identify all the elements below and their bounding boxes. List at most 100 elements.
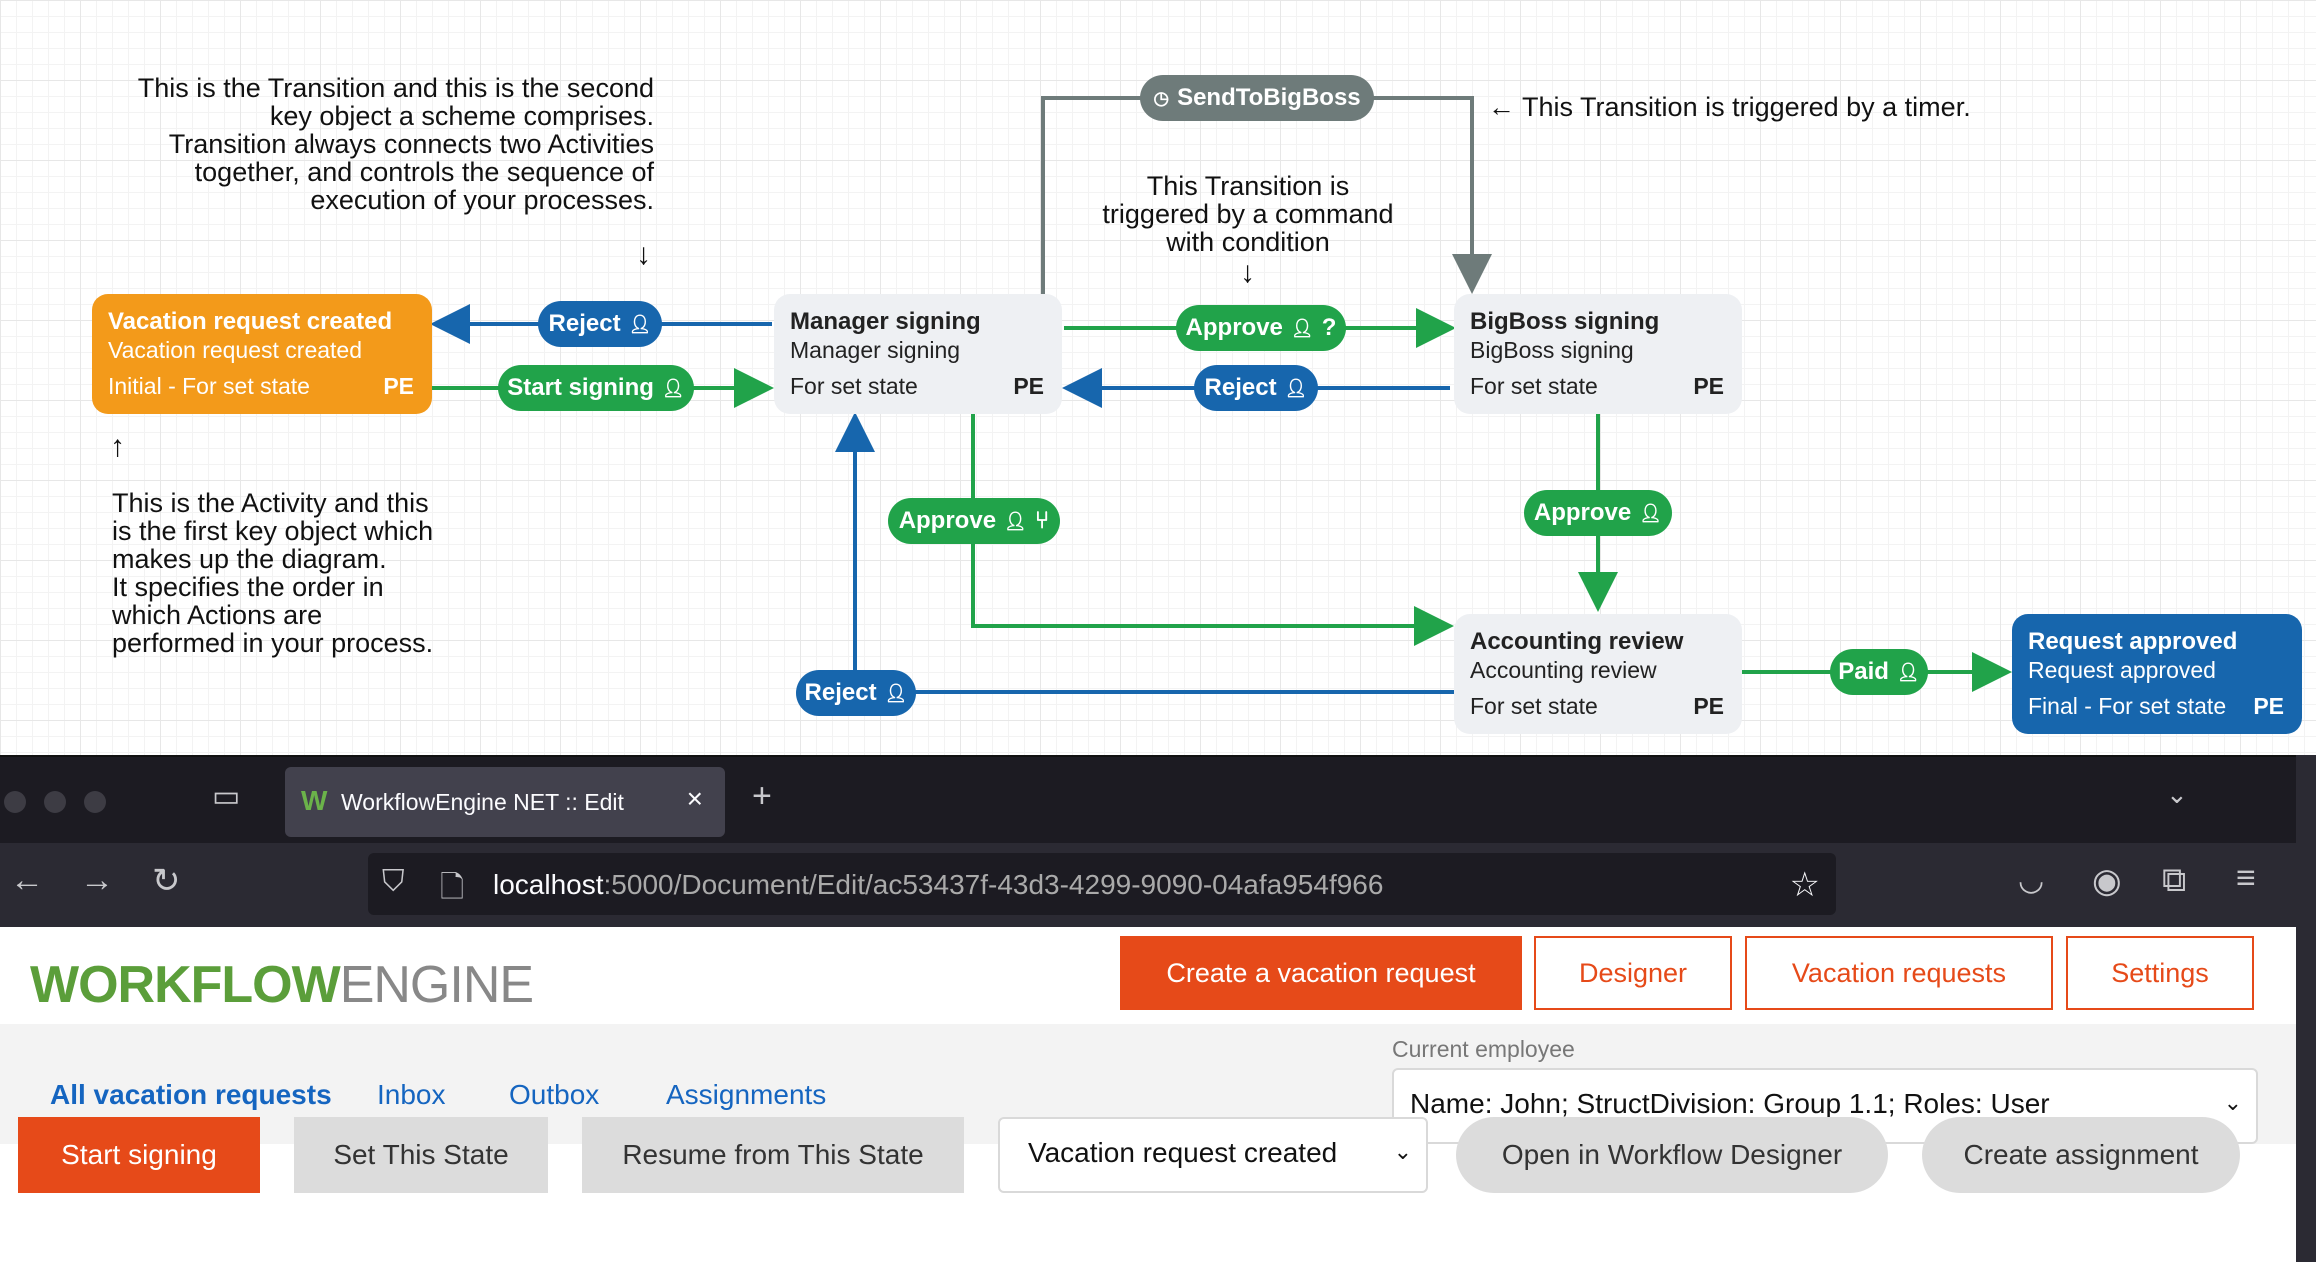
bookmark-star-icon[interactable]: ☆: [1789, 866, 1820, 904]
transition-label: Reject: [804, 679, 877, 706]
workflow-favicon-icon: W: [301, 785, 328, 816]
transition-label: Reject: [548, 310, 621, 337]
clock-icon: ◷: [1153, 87, 1170, 108]
url-host: localhost: [493, 869, 604, 900]
activity-name: Accounting review: [1470, 628, 1684, 655]
note-line: It specifies the order in: [112, 572, 384, 602]
transition-label: Approve: [1185, 314, 1283, 341]
activity-request-approved[interactable]: Request approved Request approved Final …: [2012, 614, 2302, 734]
activity-note: This is the Activity and this is the fir…: [112, 489, 433, 657]
activity-accounting-review[interactable]: Accounting review Accounting review For …: [1454, 614, 1742, 734]
account-icon[interactable]: ◉: [2092, 862, 2122, 900]
state-select[interactable]: Vacation request created ⌄: [998, 1117, 1428, 1193]
back-icon[interactable]: ←: [10, 861, 44, 899]
pocket-icon[interactable]: ◡: [2018, 864, 2045, 897]
transition-start-signing[interactable]: Start signing 👤︎: [498, 365, 694, 411]
transition-approve-to-bigboss[interactable]: Approve 👤︎?: [1176, 305, 1346, 351]
window-minimize-control[interactable]: [44, 791, 66, 813]
vacation-requests-button[interactable]: Vacation requests: [1745, 936, 2053, 1010]
create-assignment-button[interactable]: Create assignment: [1922, 1117, 2240, 1193]
activity-vacation-request-created[interactable]: Vacation request created Vacation reques…: [92, 294, 432, 414]
workflowengine-logo[interactable]: WORKFLOWENGINE: [30, 955, 534, 1015]
set-this-state-button[interactable]: Set This State: [294, 1117, 548, 1193]
activity-badge: PE: [1693, 373, 1724, 399]
close-tab-icon[interactable]: ×: [686, 783, 703, 814]
transition-paid[interactable]: Paid👤︎: [1830, 649, 1928, 695]
transition-label: Start signing: [507, 374, 654, 401]
transition-label: Reject: [1204, 374, 1277, 401]
activity-badge: PE: [383, 373, 414, 399]
left-arrow-icon: ←: [1488, 92, 1523, 122]
note-line: which Actions are: [112, 600, 323, 630]
condition-icon: ?: [1321, 314, 1337, 341]
user-icon: 👤︎: [1896, 661, 1920, 682]
window-maximize-control[interactable]: [84, 791, 106, 813]
transition-send-to-bigboss[interactable]: ◷ SendToBigBoss: [1140, 75, 1374, 121]
open-in-workflow-designer-button[interactable]: Open in Workflow Designer: [1456, 1117, 1888, 1193]
browser-tab[interactable]: W WorkflowEngine NET :: Edit ×: [285, 767, 725, 837]
tab-overview-icon[interactable]: ▭: [212, 780, 241, 813]
nav-inbox[interactable]: Inbox: [377, 1079, 446, 1110]
logo-bold: WORKFLOW: [30, 956, 341, 1014]
transition-bigboss-approve[interactable]: Approve👤︎: [1524, 490, 1672, 536]
browser-window: ▭ W WorkflowEngine NET :: Edit × + ⌄ ← →…: [0, 755, 2316, 1262]
logo-light: ENGINE: [339, 956, 534, 1014]
navigation-bar: ← → ↻ ⛉ 🗋︎ localhost:5000/Document/Edit/…: [0, 843, 2296, 927]
transition-reject-to-created[interactable]: Reject👤︎: [538, 301, 662, 347]
note-line: This is the Transition and this is the s…: [137, 73, 654, 103]
create-vacation-request-button[interactable]: Create a vacation request: [1120, 936, 1522, 1010]
activity-badge: PE: [1013, 373, 1044, 399]
user-icon: 👤︎: [1290, 317, 1314, 338]
workflow-diagram-canvas[interactable]: This is the Transition and this is the s…: [0, 0, 2316, 755]
note-line: is the first key object which: [112, 516, 434, 546]
note-line: This is the Activity and this: [112, 488, 429, 518]
settings-button[interactable]: Settings: [2066, 936, 2254, 1010]
activity-state: Vacation request created: [108, 337, 363, 363]
transition-label: SendToBigBoss: [1177, 84, 1361, 111]
note-line: together, and controls the sequence of: [194, 157, 654, 187]
nav-assignments[interactable]: Assignments: [666, 1079, 827, 1110]
window-close-control[interactable]: [4, 791, 26, 813]
activity-type: Initial - For set state: [108, 373, 310, 399]
designer-button[interactable]: Designer: [1534, 936, 1732, 1010]
forward-icon[interactable]: →: [80, 861, 114, 899]
transition-reject-to-manager[interactable]: Reject 👤︎: [1194, 365, 1318, 411]
transition-reject-accounting[interactable]: Reject👤︎: [796, 670, 916, 716]
activity-state: BigBoss signing: [1470, 337, 1634, 363]
activity-type: Final - For set state: [2028, 693, 2227, 719]
reload-icon[interactable]: ↻: [152, 862, 181, 900]
transition-note: This is the Transition and this is the s…: [108, 74, 654, 214]
nav-outbox[interactable]: Outbox: [509, 1079, 600, 1110]
down-arrow-icon: ↓: [636, 238, 651, 271]
user-icon: 👤︎: [1284, 377, 1308, 398]
activity-badge: PE: [1693, 693, 1724, 719]
resume-from-this-state-button[interactable]: Resume from This State: [582, 1117, 964, 1193]
note-line: This Transition is triggered by a timer.: [1522, 92, 1971, 122]
activity-bigboss-signing[interactable]: BigBoss signing BigBoss signing For set …: [1454, 294, 1742, 414]
fork-icon: ⑂: [1034, 507, 1050, 534]
activity-state: Request approved: [2028, 657, 2216, 683]
tab-list-chevron-icon[interactable]: ⌄: [2166, 779, 2188, 809]
note-line: execution of your processes.: [310, 185, 654, 215]
transition-approve-to-accounting[interactable]: Approve👤︎⑂: [888, 498, 1060, 544]
transition-label: Approve: [898, 507, 997, 534]
menu-icon[interactable]: ≡: [2236, 859, 2256, 897]
command-note: This Transition is triggered by a comman…: [1088, 172, 1408, 256]
note-line: Transition always connects two Activitie…: [168, 129, 654, 159]
user-icon: 👤︎: [1639, 502, 1663, 523]
address-bar[interactable]: ⛉ 🗋︎ localhost:5000/Document/Edit/ac5343…: [368, 853, 1836, 915]
user-icon: 👤︎: [661, 377, 685, 398]
extensions-icon[interactable]: ⧉: [2162, 861, 2187, 899]
nav-all-vacation-requests[interactable]: All vacation requests: [50, 1079, 332, 1110]
new-tab-icon[interactable]: +: [752, 777, 772, 815]
activity-manager-signing[interactable]: Manager signing Manager signing For set …: [774, 294, 1062, 414]
start-signing-button[interactable]: Start signing: [18, 1117, 260, 1193]
activity-state: Accounting review: [1470, 657, 1657, 683]
activity-name: Manager signing: [790, 308, 981, 335]
url-path: :5000/Document/Edit/ac53437f-43d3-4299-9…: [603, 869, 1384, 900]
note-line: makes up the diagram.: [112, 544, 387, 574]
activity-state: Manager signing: [790, 337, 961, 363]
timer-note: ← This Transition is triggered by a time…: [1488, 93, 1971, 121]
note-line: with condition: [1166, 227, 1330, 257]
note-line: performed in your process.: [112, 628, 434, 658]
